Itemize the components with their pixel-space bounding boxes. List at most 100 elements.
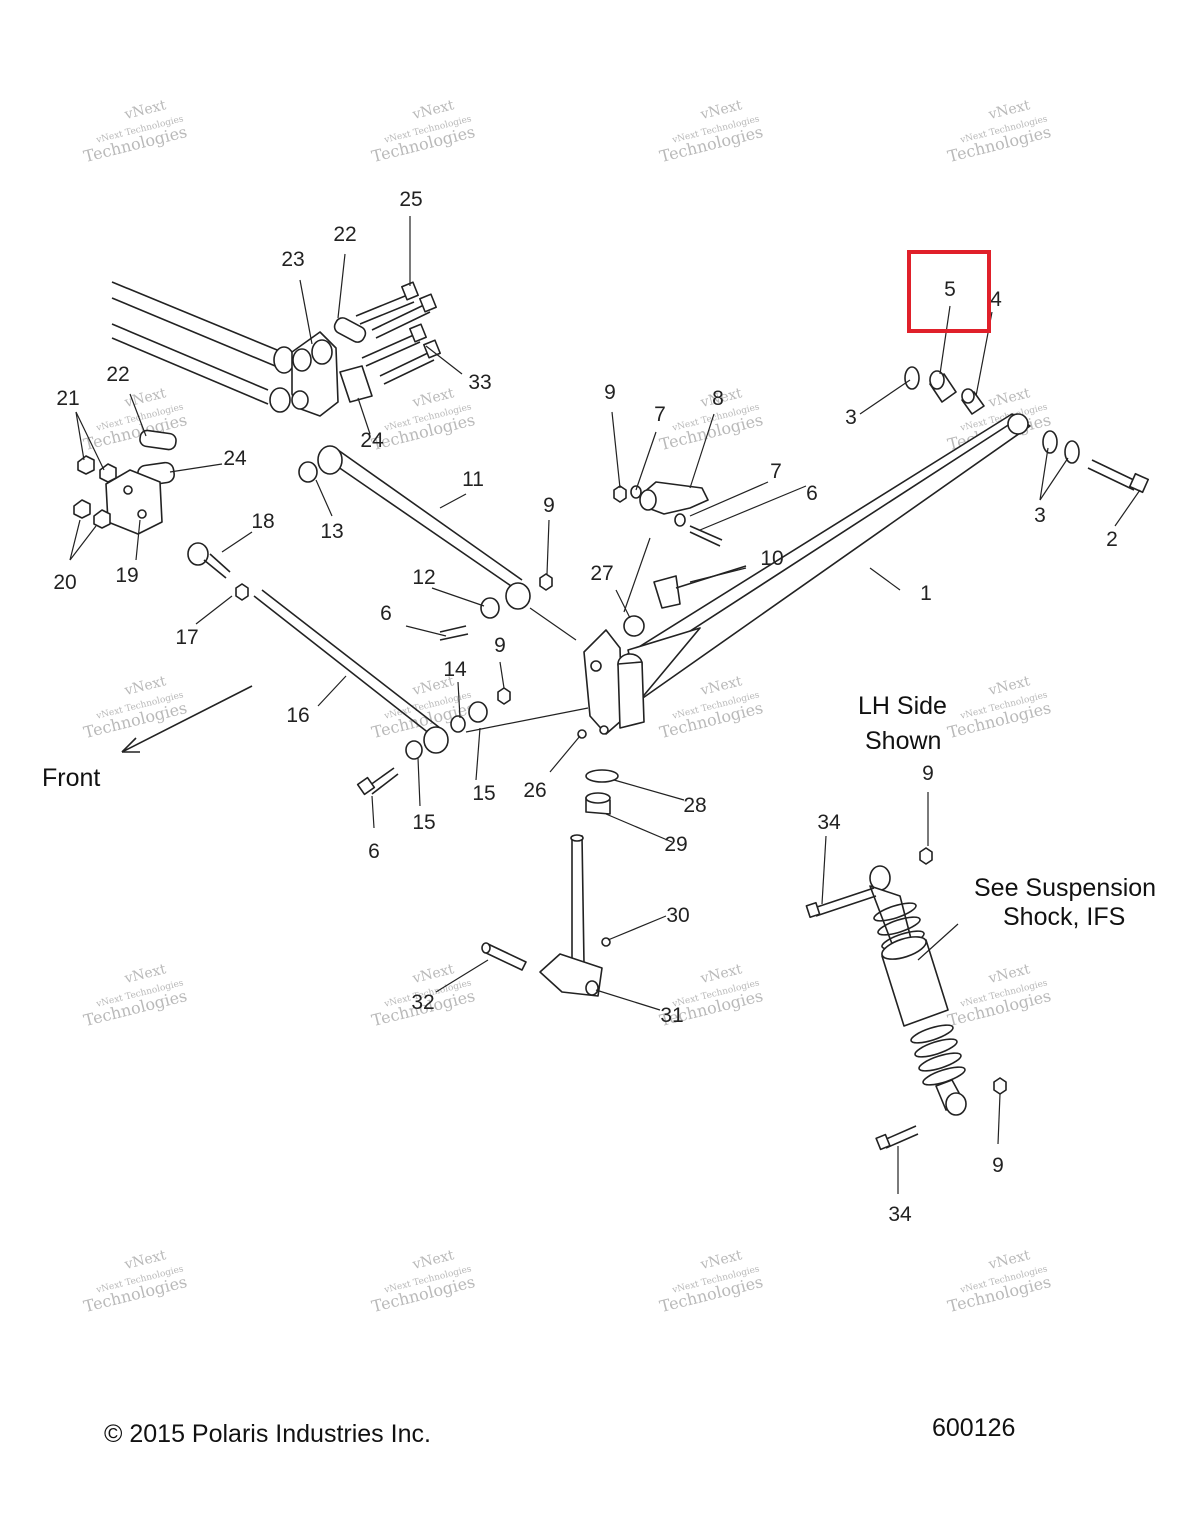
- leader-line: [69, 525, 97, 561]
- leader-line: [129, 393, 147, 437]
- callout-22: 22: [333, 223, 356, 246]
- leader-line: [699, 485, 807, 531]
- nut-9-mid: [539, 573, 553, 591]
- callout-4: 4: [990, 288, 1002, 311]
- leader-line: [605, 813, 673, 843]
- leader-line: [997, 1093, 1001, 1145]
- leader-line: [611, 411, 621, 489]
- callout-labels: 1233456667789999910111213141515161718192…: [53, 188, 1118, 1226]
- callout-1: 1: [920, 582, 932, 605]
- leader-line: [1039, 457, 1069, 501]
- callout-19: 19: [115, 564, 138, 587]
- jam-nut-17: [235, 583, 249, 601]
- leader-line: [821, 835, 827, 905]
- callout-6: 6: [368, 840, 380, 863]
- spindle-housing: [583, 629, 645, 735]
- callout-6: 6: [806, 482, 818, 505]
- callout-17: 17: [175, 626, 198, 649]
- leader-line: [939, 305, 951, 375]
- callout-12: 12: [412, 566, 435, 589]
- leader-line: [635, 431, 657, 491]
- callout-9: 9: [992, 1154, 1004, 1177]
- leader-line: [549, 735, 581, 773]
- callout-13: 13: [320, 520, 343, 543]
- callout-2: 2: [1106, 528, 1118, 551]
- spacer-5: [929, 370, 957, 403]
- tie-rod-16: [253, 589, 449, 754]
- callout-31: 31: [660, 1004, 683, 1027]
- leader-line: [595, 989, 661, 1011]
- leader-line: [357, 397, 371, 435]
- nuts-20-21: [73, 455, 117, 529]
- callout-28: 28: [683, 794, 706, 817]
- pivot-bracket-23: [291, 331, 339, 417]
- leader-line: [315, 479, 333, 517]
- callout-34: 34: [817, 811, 841, 834]
- callout-33: 33: [468, 371, 491, 394]
- callout-7: 7: [654, 403, 666, 426]
- leader-line: [221, 531, 253, 553]
- leader-line: [689, 481, 769, 517]
- leader-line: [317, 675, 347, 707]
- washers-3: [904, 366, 1080, 464]
- rear-torque-rods: [111, 281, 295, 413]
- callout-20: 20: [53, 571, 76, 594]
- callout-18: 18: [251, 510, 274, 533]
- leader-line: [417, 757, 421, 807]
- leader-line: [613, 779, 685, 801]
- bolts-6: [356, 525, 723, 796]
- callout-15: 15: [472, 782, 495, 805]
- leader-line: [135, 519, 141, 561]
- callout-9: 9: [604, 381, 616, 404]
- leader-line: [69, 519, 81, 561]
- callout-7: 7: [770, 460, 782, 483]
- callout-24: 24: [223, 447, 247, 470]
- callout-9: 9: [494, 634, 506, 657]
- leader-line: [169, 463, 223, 473]
- leader-line: [607, 915, 667, 941]
- callout-29: 29: [664, 833, 687, 856]
- leader-line: [546, 519, 550, 575]
- bushing-29: [585, 792, 611, 815]
- leader-line: [689, 413, 715, 489]
- leader-line: [195, 595, 233, 625]
- front-label: Front: [42, 764, 100, 792]
- drawing-number: 600126: [932, 1414, 1015, 1442]
- leader-line: [425, 345, 463, 375]
- callout-3: 3: [1034, 504, 1046, 527]
- leader-line: [465, 707, 589, 733]
- callout-14: 14: [443, 658, 467, 681]
- front-direction-arrow: [121, 685, 253, 753]
- leader-line: [299, 279, 313, 345]
- bolts-25-33: [355, 281, 441, 385]
- bolt-2: [1087, 459, 1150, 494]
- leader-line: [623, 537, 651, 613]
- leader-line: [1114, 489, 1141, 527]
- pin-32: [481, 942, 527, 971]
- lh-side-label-line2: Shown: [865, 727, 941, 755]
- callout-10: 10: [760, 547, 783, 570]
- callout-22: 22: [106, 363, 129, 386]
- callout-6: 6: [380, 602, 392, 625]
- rod-end-18: [187, 542, 231, 579]
- see-shock-note-line1: See Suspension: [974, 874, 1156, 902]
- leader-line: [689, 567, 747, 583]
- callout-27: 27: [590, 562, 613, 585]
- leader-lines: [69, 216, 1141, 1194]
- leader-line: [405, 625, 447, 637]
- callout-5: 5: [944, 278, 956, 301]
- callout-26: 26: [523, 779, 546, 802]
- leader-line: [337, 253, 346, 319]
- shock-hardware: [805, 847, 1007, 1151]
- bushing-13: [298, 461, 318, 483]
- callout-16: 16: [286, 704, 309, 727]
- lh-side-label-line1: LH Side: [858, 692, 947, 720]
